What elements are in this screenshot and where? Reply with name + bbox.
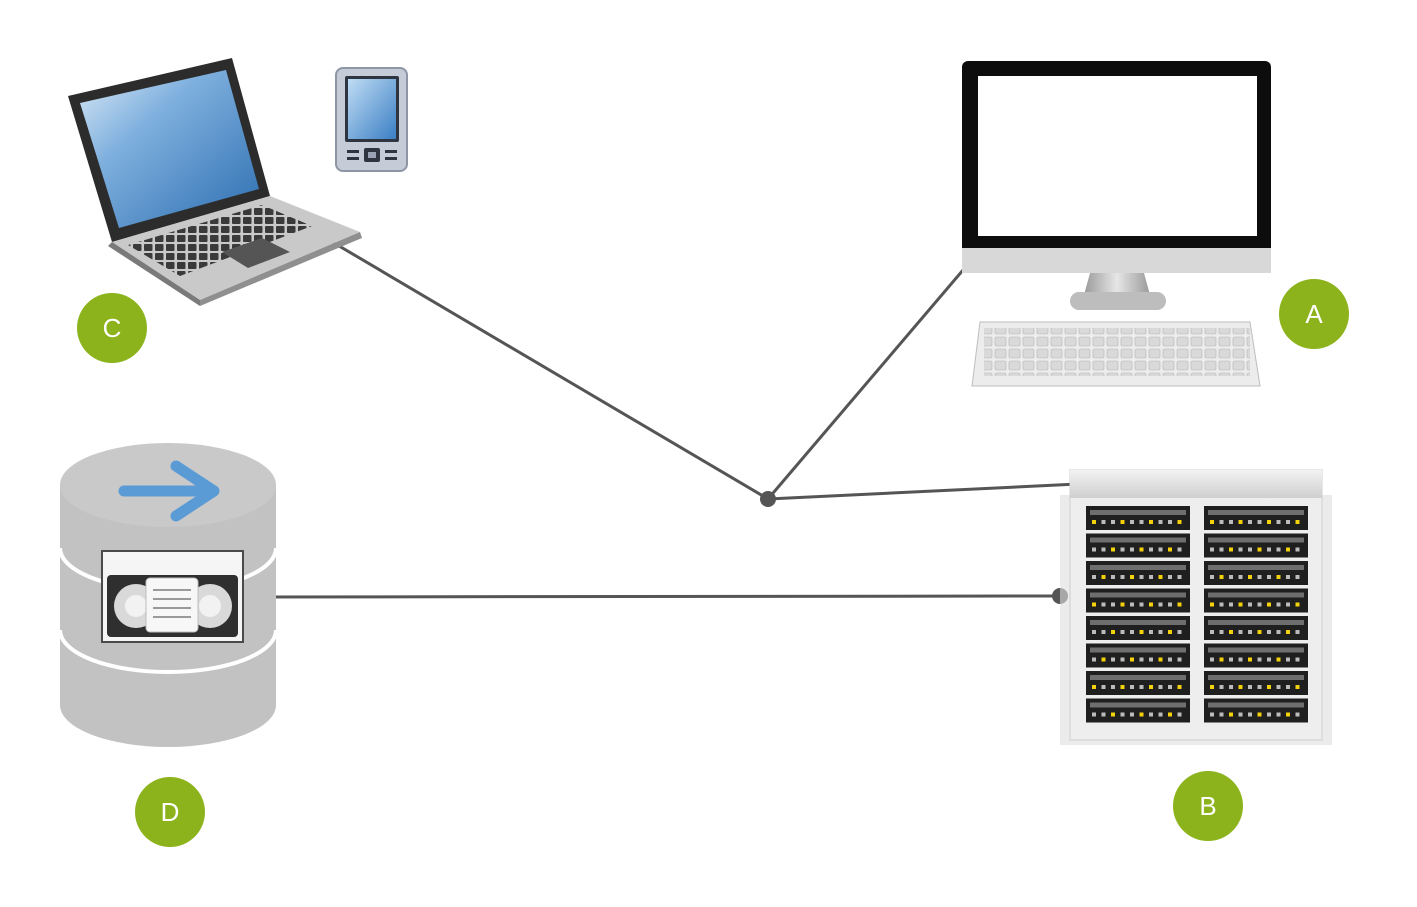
badge-b: B — [1173, 771, 1243, 841]
server-unit — [1086, 588, 1190, 613]
server-unit — [1086, 506, 1190, 530]
server-unit — [1204, 588, 1308, 613]
connector-server-to-storage — [243, 589, 1061, 604]
tape-cartridge-icon — [101, 550, 244, 643]
server-unit — [1204, 561, 1308, 585]
badge-a: A — [1279, 279, 1349, 349]
server-rack-icon — [1060, 469, 1332, 745]
badge-a-label: A — [1305, 299, 1323, 329]
server-unit — [1204, 698, 1308, 723]
server-unit — [1204, 506, 1308, 530]
server-unit — [1086, 533, 1190, 558]
tape-storage-database-icon — [58, 443, 278, 747]
server-unit — [1086, 643, 1190, 668]
server-units-left — [1086, 506, 1190, 723]
arrow-right-icon — [118, 460, 220, 522]
badge-b-label: B — [1199, 791, 1216, 821]
badge-d-label: D — [161, 797, 180, 827]
badge-c: C — [77, 293, 147, 363]
badge-d: D — [135, 777, 205, 847]
connector-hub-to-server — [767, 482, 1079, 501]
server-unit — [1086, 671, 1190, 695]
server-unit — [1204, 671, 1308, 695]
server-unit — [1204, 616, 1308, 640]
connectors — [243, 174, 1086, 604]
server-unit — [1204, 643, 1308, 668]
server-unit — [1086, 698, 1190, 723]
server-unit — [1086, 616, 1190, 640]
badge-c-label: C — [103, 313, 122, 343]
connector-laptop-to-hub — [311, 228, 769, 501]
mobile-phone-icon — [335, 67, 408, 172]
server-unit — [1086, 561, 1190, 585]
desktop-computer-icon — [962, 61, 1271, 387]
hub-node — [760, 491, 776, 507]
laptop-icon — [68, 58, 362, 306]
server-units-right — [1204, 506, 1308, 723]
server-unit — [1204, 533, 1308, 558]
